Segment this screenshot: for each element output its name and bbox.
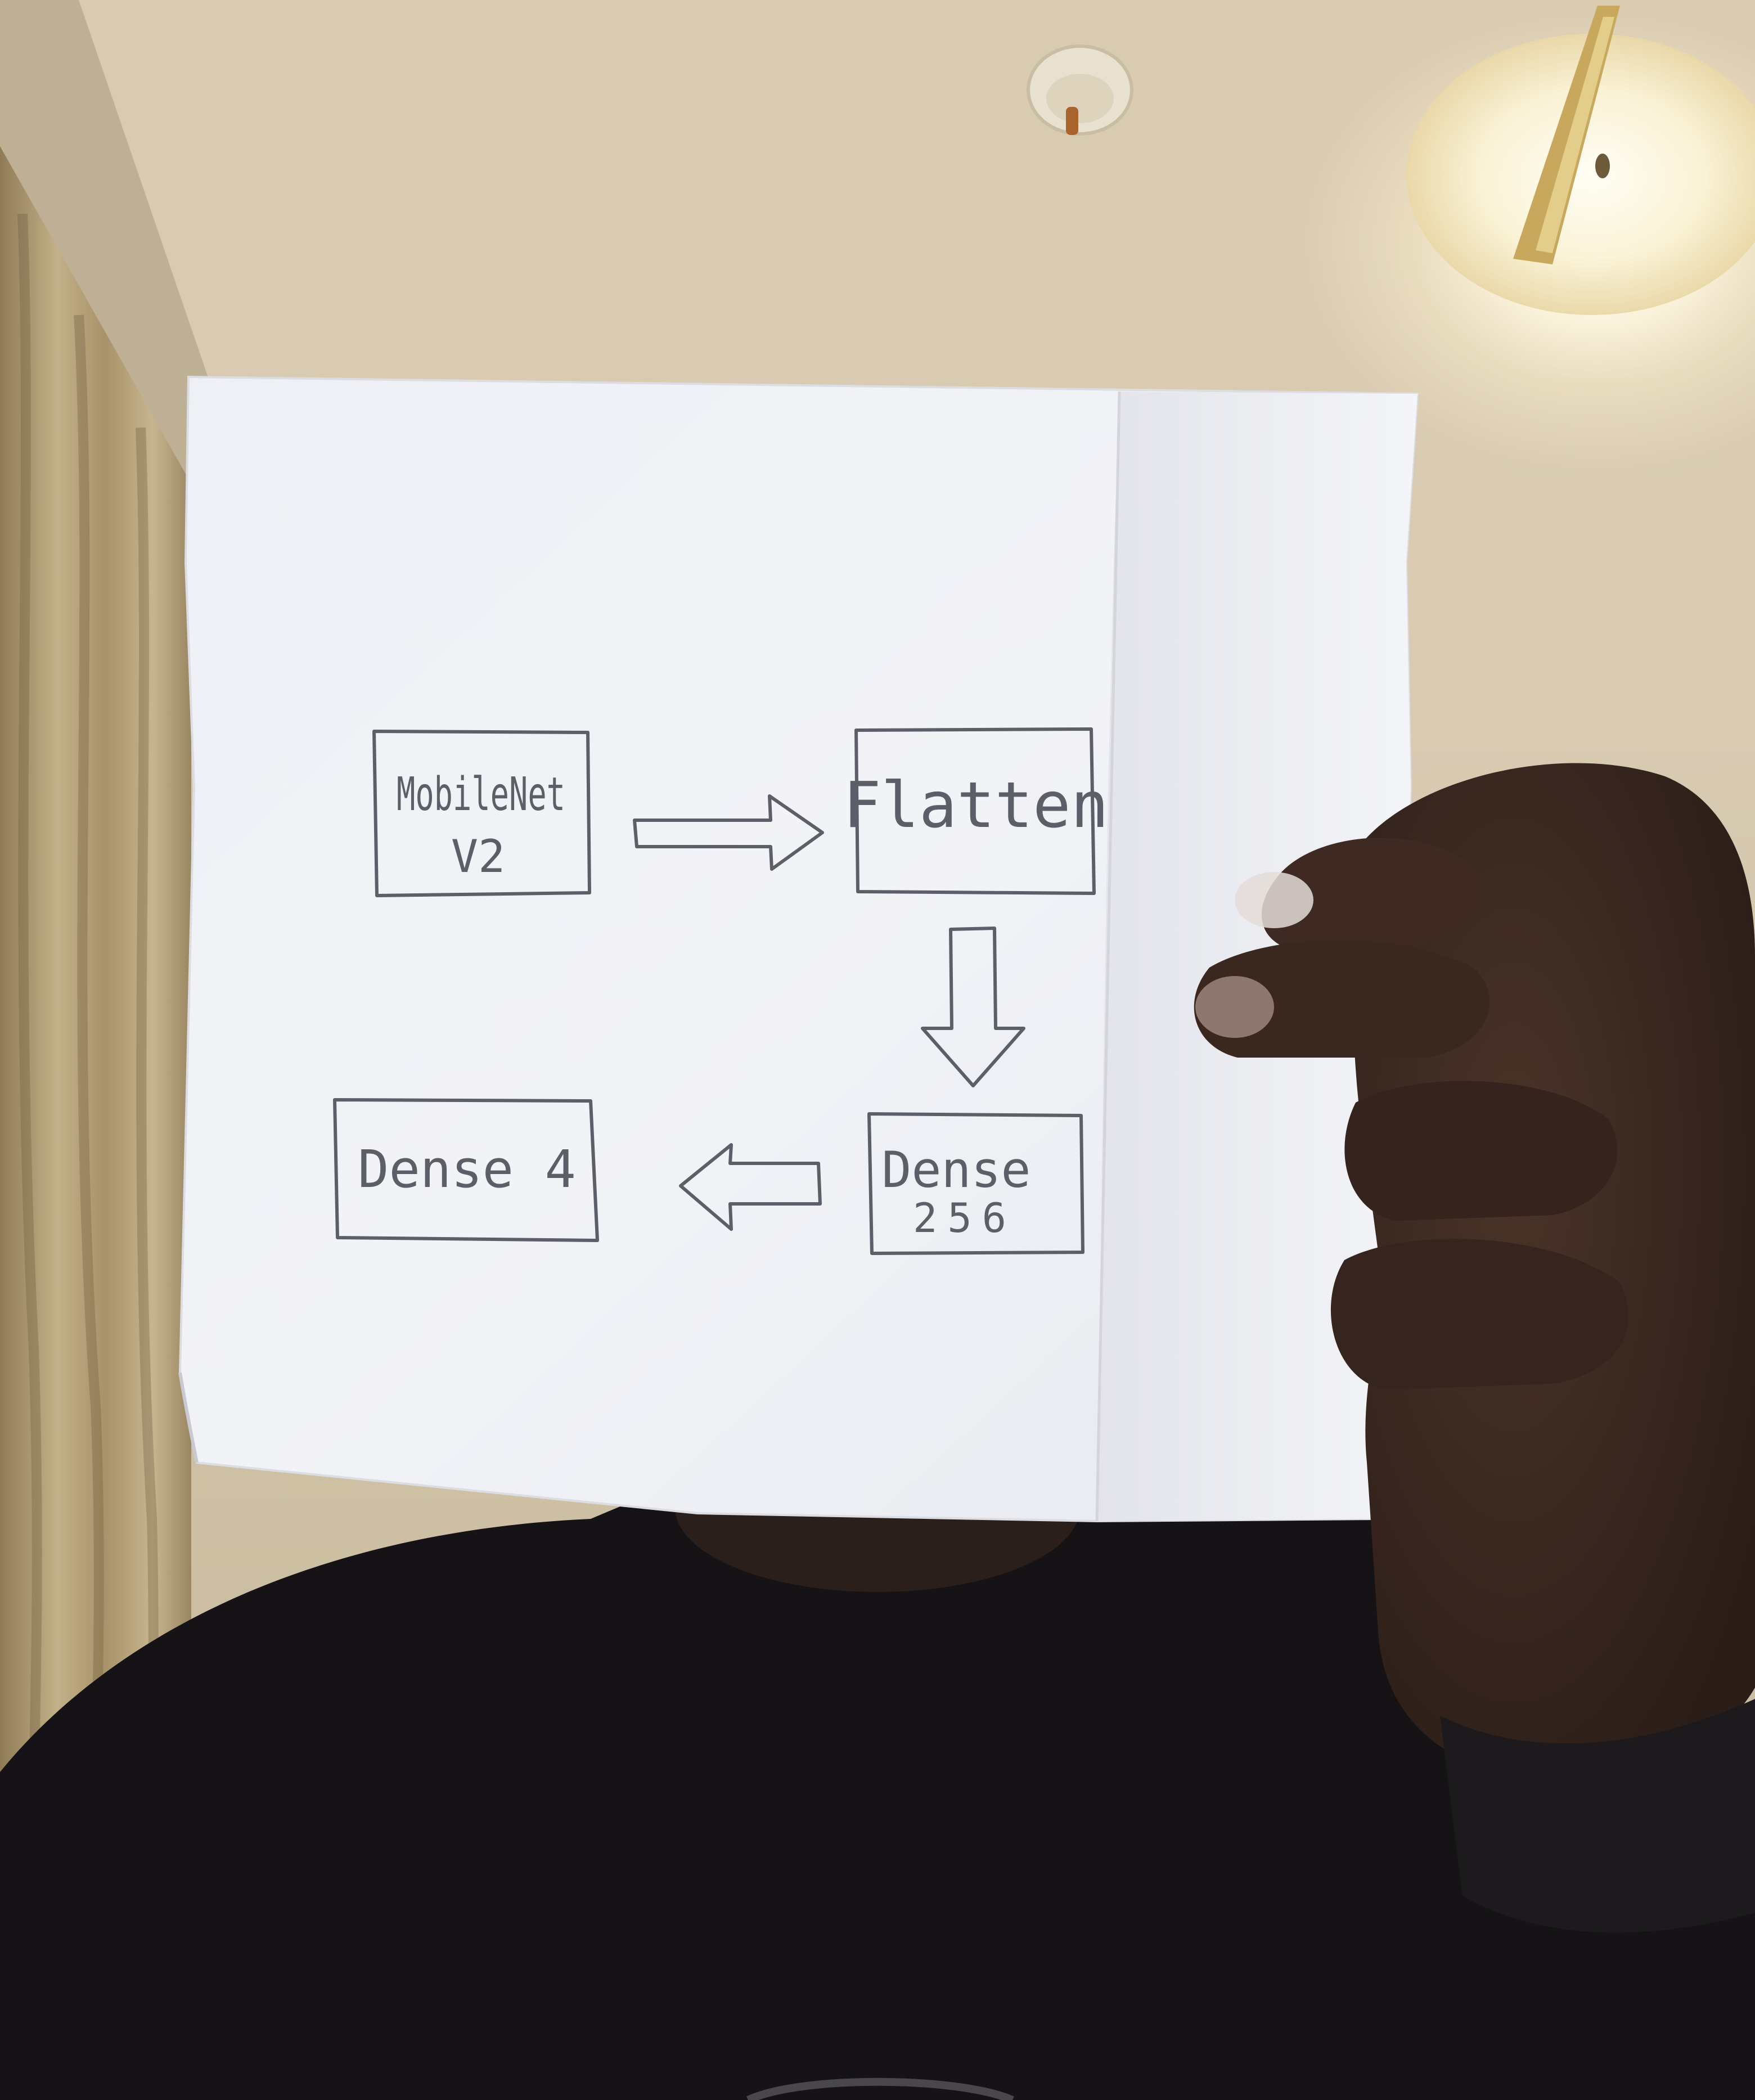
node-dense256-label-line2: 256	[913, 1194, 1016, 1242]
diagram: MobileNet V2 Flatten Dense 256	[333, 727, 1109, 1255]
node-dense4-label: Dense 4	[358, 1139, 576, 1199]
ceiling-lamp	[1406, 6, 1755, 315]
node-dense256-box	[867, 1112, 1084, 1255]
node-flatten: Flatten	[843, 727, 1109, 895]
node-dense4-box	[333, 1098, 599, 1242]
paper-sheet	[178, 375, 1419, 1523]
node-flatten-label: Flatten	[843, 769, 1109, 842]
arrow-flatten-to-dense256	[921, 927, 1025, 1087]
node-dense256-label-line1: Dense	[882, 1141, 1031, 1199]
smoke-detector	[1027, 44, 1133, 136]
node-mobilenet-label-line1: MobileNet	[397, 768, 565, 821]
node-mobilenet-label-line2: V2	[451, 830, 505, 883]
node-dense256: Dense 256	[867, 1112, 1084, 1255]
arrow-mobilenet-to-flatten	[633, 794, 824, 871]
node-flatten-box	[854, 727, 1096, 895]
node-dense4: Dense 4	[333, 1098, 599, 1242]
node-mobilenet-box	[372, 730, 591, 897]
hand	[1194, 763, 1755, 1933]
arrow-dense256-to-dense4	[679, 1143, 822, 1231]
node-mobilenet: MobileNet V2	[372, 730, 591, 897]
